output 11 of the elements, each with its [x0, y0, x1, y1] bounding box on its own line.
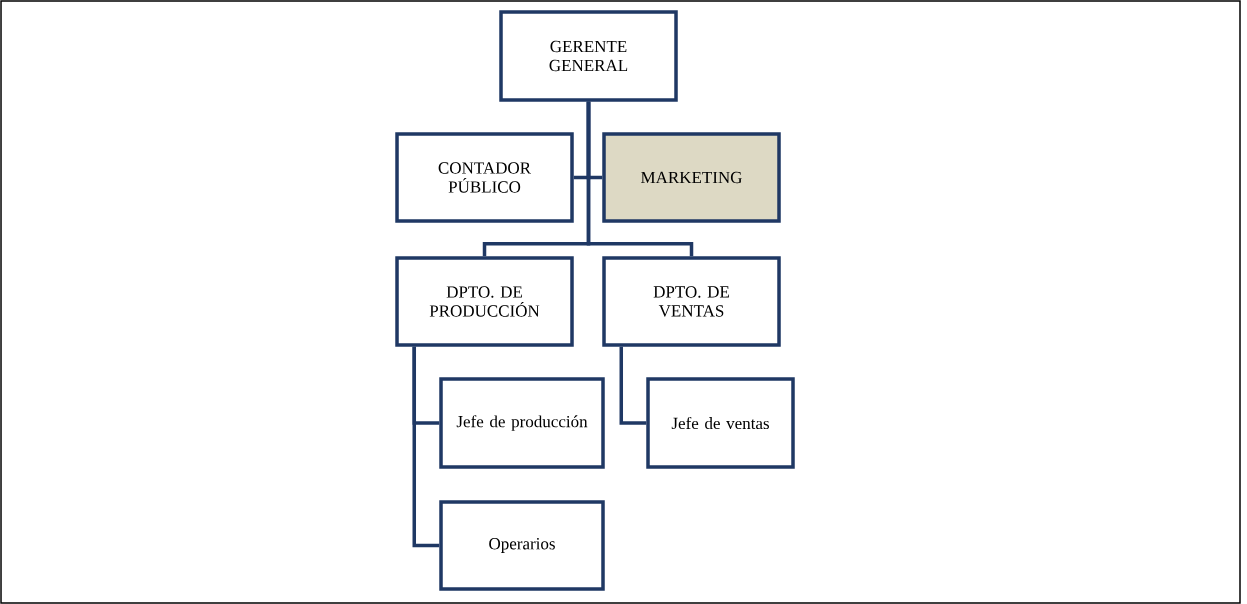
org-box: DPTO. DE PRODUCCIÓN [395, 256, 574, 347]
org-box: DPTO. DE VENTAS [602, 256, 781, 347]
org-box: GERENTE GENERAL [499, 10, 678, 102]
connector-line [412, 346, 440, 548]
connector-line [586, 101, 694, 257]
connector-line [619, 346, 647, 425]
org-box: Operarios [439, 500, 605, 591]
org-box: CONTADOR PÚBLICO [395, 132, 574, 223]
org-box: MARKETING [602, 132, 781, 223]
org-box: Jefe de producción [439, 377, 605, 469]
org-box: Jefe de ventas [646, 377, 795, 469]
